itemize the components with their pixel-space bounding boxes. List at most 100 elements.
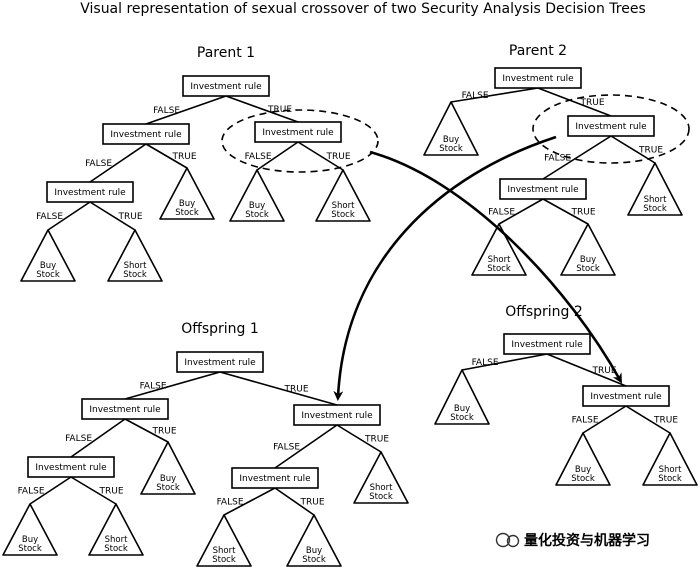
investment-rule-node: Investment rule [582, 385, 670, 407]
leaf-label-line-1: Buy [22, 535, 38, 545]
false-branch-label: FALSE [273, 443, 300, 453]
tree-edge [219, 371, 338, 406]
rule-box [46, 181, 134, 203]
false-branch-label: FALSE [153, 106, 180, 116]
true-branch-label: TRUE [284, 385, 309, 395]
investment-rule-node: Investment rule [254, 121, 342, 143]
false-branch-label: FALSE [36, 212, 63, 222]
true-branch-label: TRUE [326, 152, 351, 162]
leaf-label-line-1: Short [332, 201, 355, 211]
investment-rule-node: Investment rule [46, 181, 134, 203]
tree-edge [625, 405, 671, 434]
investment-rule-node: Investment rule [182, 75, 270, 97]
leaf-label-line-2: Stock [658, 474, 682, 484]
true-branch-label: TRUE [300, 498, 325, 508]
leaf-triangle [471, 223, 527, 276]
crossover-subtree-highlight-parent-2 [532, 94, 690, 164]
tree-edge [70, 418, 126, 458]
false-branch-label: FALSE [544, 154, 571, 164]
rule-box [503, 333, 591, 355]
tree-heading-parent-2: Parent 2 [509, 43, 567, 59]
leaf-label-line-1: Short [124, 261, 147, 271]
rule-label: Investment rule [502, 74, 574, 84]
rule-box [81, 398, 169, 420]
rule-box [254, 121, 342, 143]
rule-label: Investment rule [54, 188, 126, 198]
false-branch-label: FALSE [462, 91, 489, 101]
rule-label: Investment rule [89, 405, 161, 415]
leaf-triangle [423, 101, 479, 156]
leaf-triangle [229, 169, 285, 222]
leaf-label-line-1: Buy [40, 261, 56, 271]
investment-rule-node: Investment rule [494, 67, 582, 89]
leaf-label-line-1: Buy [580, 255, 596, 265]
leaf-label-line-2: Stock [123, 270, 147, 280]
true-branch-label: TRUE [638, 146, 663, 156]
false-branch-label: FALSE [65, 434, 92, 444]
leaf-triangle [159, 167, 215, 220]
leaf-label-line-2: Stock [36, 270, 60, 280]
leaf-triangle [88, 503, 144, 556]
rule-label: Investment rule [184, 358, 256, 368]
false-branch-label: FALSE [217, 498, 244, 508]
leaf-triangle [196, 514, 252, 567]
true-branch-label: TRUE [172, 152, 197, 162]
crossover-arrow-to-offspring-1 [333, 135, 557, 401]
leaf-triangle [107, 229, 163, 282]
tree-heading-offspring-1: Offspring 1 [181, 321, 259, 337]
tree-edge [461, 353, 548, 371]
leaf-label-line-2: Stock [450, 413, 474, 423]
leaf-triangle [315, 169, 371, 222]
leaf-label-line-1: Buy [443, 135, 459, 145]
rule-box [102, 123, 190, 145]
false-branch-label: FALSE [488, 208, 515, 218]
rule-label: Investment rule [590, 392, 662, 402]
leaf-label-line-1: Short [659, 465, 682, 475]
true-branch-label: TRUE [571, 208, 596, 218]
rule-box [176, 351, 264, 373]
leaf-label-line-1: Short [370, 483, 393, 493]
tree-edges: FALSE TRUE FALSE TRUE FALSE TRUE FALSE TRUE FALS… [18, 87, 678, 516]
leaf-label-line-1: Buy [454, 404, 470, 414]
leaf-label-line-2: Stock [571, 474, 595, 484]
investment-rule-node: Investment rule [176, 351, 264, 373]
investment-rule-node: Investment rule [102, 123, 190, 145]
rule-label: Investment rule [262, 128, 334, 138]
tree-edge [89, 143, 147, 183]
investment-rule-node: Investment rule [81, 398, 169, 420]
investment-rule-node: Investment rule [27, 456, 115, 478]
tree-edge [498, 198, 544, 225]
leaf-label-line-2: Stock [487, 264, 511, 274]
leaf-label-line-2: Stock [245, 210, 269, 220]
true-branch-label: TRUE [152, 427, 177, 437]
rule-box [27, 456, 115, 478]
investment-rule-node: Investment rule [231, 467, 319, 489]
true-branch-label: TRUE [118, 212, 143, 222]
investment-rule-node: Investment rule [503, 333, 591, 355]
leaf-label-line-2: Stock [212, 555, 236, 565]
leaf-label-line-2: Stock [175, 208, 199, 218]
tree-edge [542, 135, 612, 180]
true-branch-label: TRUE [267, 105, 292, 115]
tree-edge [256, 141, 299, 171]
watermark-text: 量化投资与机器学习 [524, 532, 650, 549]
tree-edge [542, 198, 589, 225]
false-branch-label: FALSE [18, 487, 45, 497]
tree-edge [582, 405, 627, 434]
